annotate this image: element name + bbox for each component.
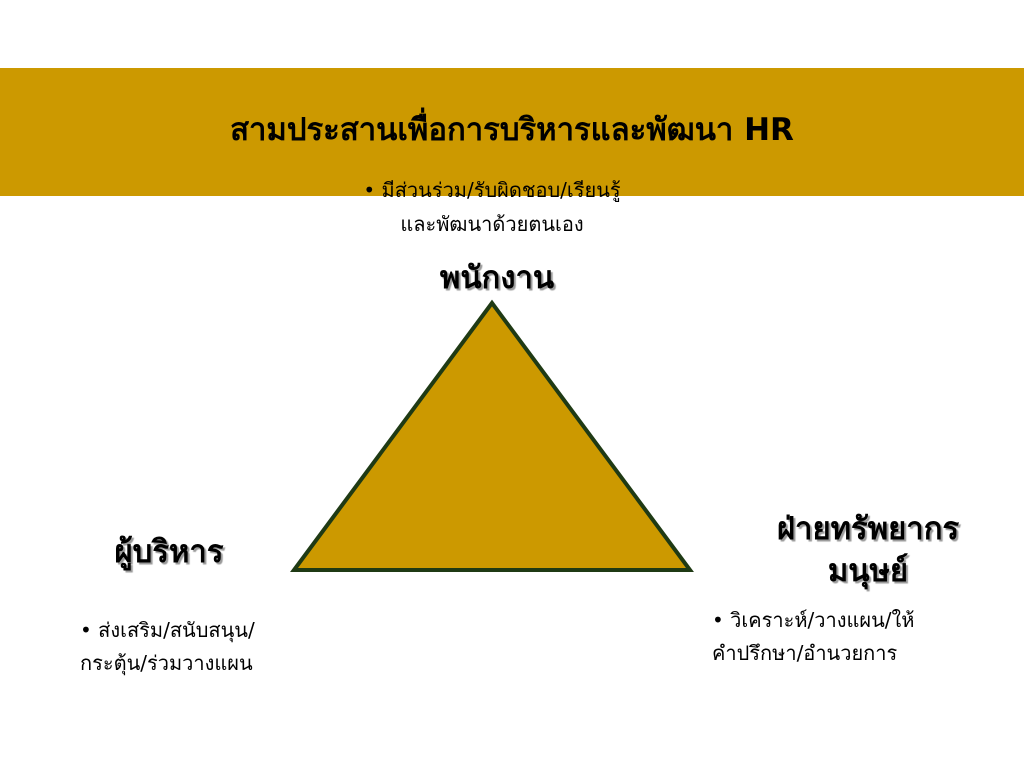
hr-department-note-line-2: คำปรึกษา/อำนวยการ [712,641,898,665]
hr-department-label-line-2: มนุษย์ [827,553,909,589]
employee-note-line-1: • มีส่วนร่วม/รับผิดชอบ/เรียนรู้ [363,178,621,202]
employee-label: พนักงาน [439,260,555,296]
title-band [0,68,1024,196]
hr-department-note-line-1: • วิเคราะห์/วางแผน/ให้ [712,608,915,632]
manager-label: ผู้บริหาร [114,534,224,570]
hr-department-label: ฝ่ายทรัพยากร มนุษย์ [720,508,1016,592]
employee-note-line-2: และพัฒนาด้วยตนเอง [400,212,584,236]
hr-department-note: • วิเคราะห์/วางแผน/ให้ คำปรึกษา/อำนวยการ [712,604,914,670]
employee-note: • มีส่วนร่วม/รับผิดชอบ/เรียนรู้ และพัฒนา… [262,173,722,241]
slide-title: สามประสานเพื่อการบริหารและพัฒนา HR [230,112,794,148]
manager-note: • ส่งเสริม/สนับสนุน/ กระตุ้น/ร่วมวางแผน [80,614,255,680]
manager-note-line-2: กระตุ้น/ร่วมวางแผน [80,651,253,675]
hr-department-label-line-1: ฝ่ายทรัพยากร [776,511,960,547]
triangle-shape [290,299,694,572]
manager-note-line-1: • ส่งเสริม/สนับสนุน/ [80,618,255,642]
